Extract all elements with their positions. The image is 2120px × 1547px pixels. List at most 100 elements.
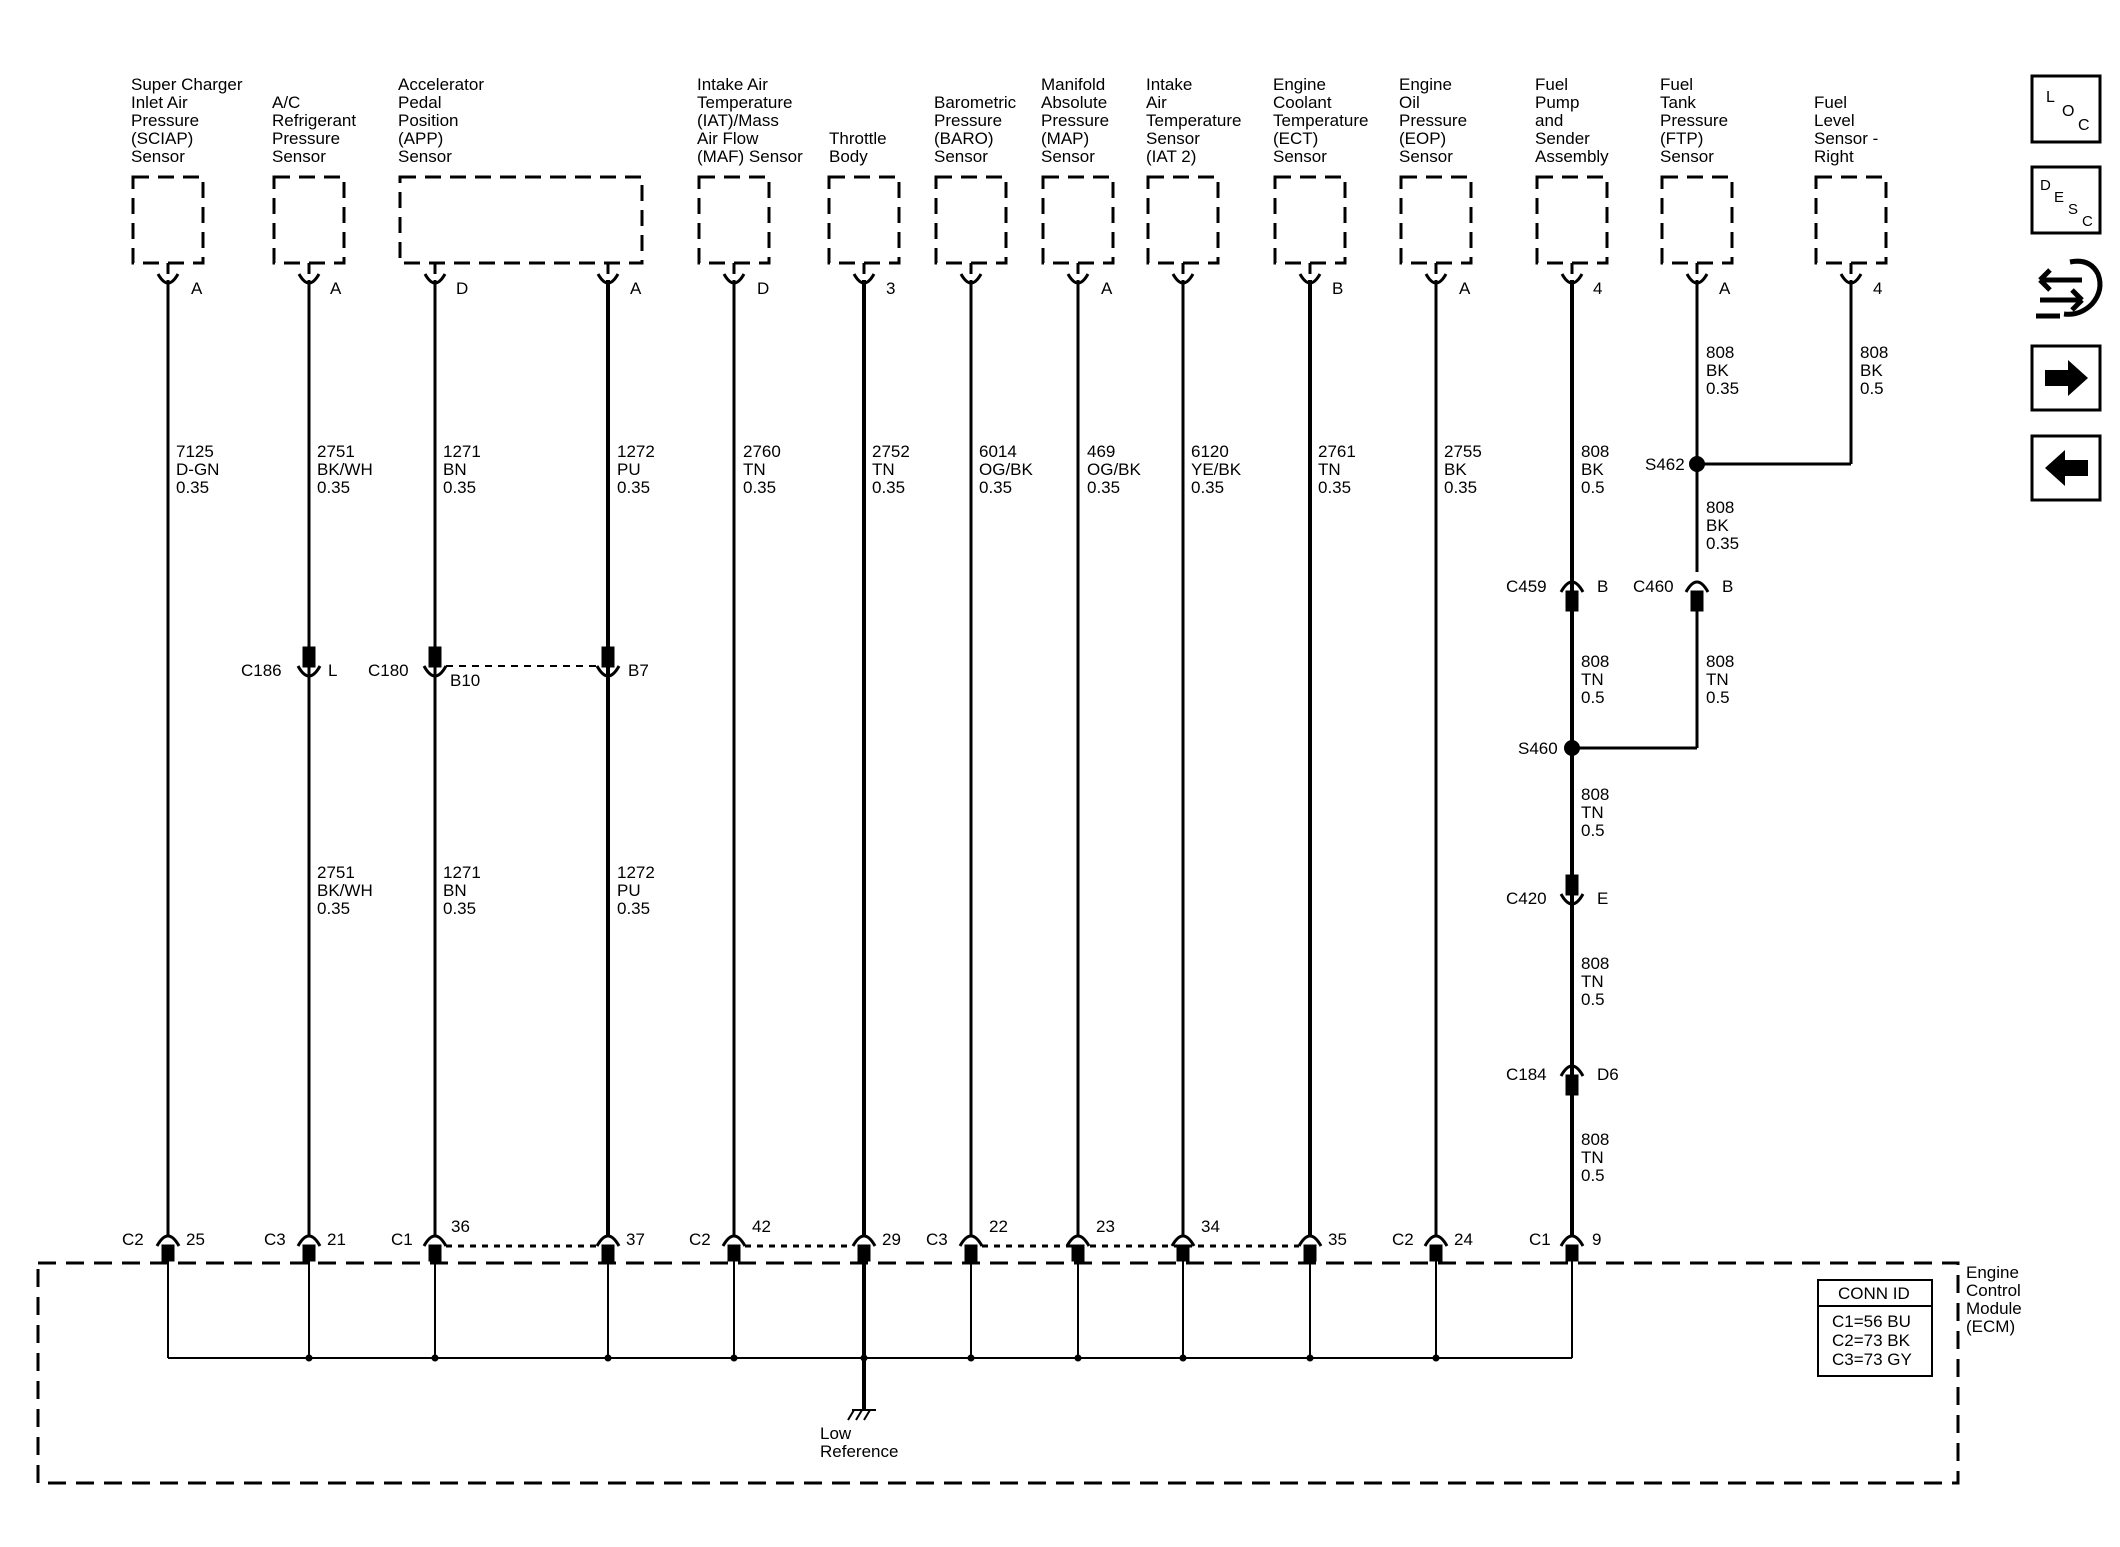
svg-text:C: C	[2078, 117, 2090, 134]
box-iat2	[1146, 175, 1220, 265]
label-baro: Barometric Pressure (BARO) Sensor	[934, 93, 1021, 166]
pin-label-fuellevel: 4	[1873, 279, 1882, 298]
s460-label: S460	[1518, 739, 1558, 758]
pin-label-fuelpump: 4	[1593, 279, 1602, 298]
ecm-pin-labels: C2 25 C3 21 C1 36 37 C2 42 29 C3 22 23 3…	[122, 1217, 1601, 1249]
ecm-pin-9	[1559, 1234, 1585, 1262]
conn-id-row-3: C3=73 GY	[1832, 1350, 1912, 1369]
c184-name: C184	[1506, 1065, 1547, 1084]
pin-symbol-iat	[722, 263, 746, 285]
ecm-conn-21: C3	[264, 1230, 286, 1249]
loc-button[interactable]: L O C	[2030, 74, 2102, 144]
ecm-pin-21	[296, 1234, 322, 1262]
c180-pin-d: B10	[450, 671, 480, 690]
pin-label-ftp: A	[1719, 279, 1731, 298]
description-icon: D E S C	[2040, 177, 2093, 230]
conn-id-row-2: C2=73 BK	[1832, 1331, 1911, 1350]
pin-label-eop: A	[1459, 279, 1471, 298]
c459-pin: B	[1597, 577, 1608, 596]
label-iat: Intake Air Temperature (IAT)/Mass Air Fl…	[697, 75, 803, 166]
pin-symbol-appD	[423, 263, 447, 285]
connector-c180-d	[422, 646, 448, 678]
ecm-pinnum-24: 24	[1454, 1230, 1473, 1249]
c180-pin-a: B7	[628, 661, 649, 680]
arrow-left-icon	[2045, 450, 2088, 486]
ecm-pinnum-22: 22	[989, 1217, 1008, 1236]
label-ect: Engine Coolant Temperature (ECT) Sensor	[1273, 75, 1373, 166]
prev-button[interactable]	[2030, 434, 2102, 502]
ecm-pinnum-29: 29	[882, 1230, 901, 1249]
c420-name: C420	[1506, 889, 1547, 908]
svg-text:L: L	[2046, 89, 2055, 106]
pin-symbol-baro	[959, 263, 983, 285]
svg-text:D: D	[2040, 177, 2051, 194]
location-icon: L O C	[2046, 89, 2090, 134]
connector-c186	[296, 646, 322, 678]
ecm-pinnum-42: 42	[752, 1217, 771, 1236]
connector-button[interactable]	[2030, 252, 2103, 326]
ecm-pin-25	[155, 1234, 181, 1262]
arrow-right-icon	[2045, 360, 2088, 396]
desc-button[interactable]: D E S C	[2030, 165, 2102, 235]
ecm-pin-36	[422, 1234, 448, 1262]
bus-junction-dots	[305, 1354, 1440, 1362]
svg-text:E: E	[2054, 189, 2064, 206]
c180-name: C180	[368, 661, 409, 680]
pin-symbol-fuellevel	[1839, 263, 1863, 285]
c460-pin: B	[1722, 577, 1733, 596]
ground-icon	[847, 1409, 876, 1421]
ecm-conn-22: C3	[926, 1230, 948, 1249]
c459-name: C459	[1506, 577, 1547, 596]
pin-symbol-iat2	[1171, 263, 1195, 285]
splice-s462	[1689, 456, 1705, 472]
ecm-conn-24: C2	[1392, 1230, 1414, 1249]
box-ect	[1273, 175, 1347, 265]
ecm-pinnum-21: 21	[327, 1230, 346, 1249]
low-reference-label: Low Reference	[820, 1424, 898, 1461]
pin-symbol-throttle	[852, 263, 876, 285]
label-map: Manifold Absolute Pressure (MAP) Sensor	[1041, 75, 1114, 166]
box-baro	[934, 175, 1008, 265]
svg-text:C: C	[2082, 213, 2093, 230]
connector-c459	[1559, 580, 1585, 612]
ecm-pin-42	[721, 1234, 747, 1262]
next-button[interactable]	[2030, 344, 2102, 412]
pin-symbol-appA	[596, 263, 620, 285]
ecm-pinnum-25: 25	[186, 1230, 205, 1249]
c460-name: C460	[1633, 577, 1674, 596]
ecm-conn-42: C2	[689, 1230, 711, 1249]
component-pins	[156, 263, 1863, 285]
ecm-pinnum-35: 35	[1328, 1230, 1347, 1249]
ecm-dashed-box	[36, 1261, 1960, 1485]
ecm-pin-37	[595, 1234, 621, 1262]
label-iat2: Intake Air Temperature Sensor (IAT 2)	[1146, 75, 1246, 166]
pin-label-map: A	[1101, 279, 1113, 298]
splices: S462 S460	[1518, 455, 1705, 758]
ecm-pin-symbols	[155, 1234, 1585, 1262]
ecm-pin-22	[958, 1234, 984, 1262]
box-app	[398, 175, 644, 265]
pin-label-appA: A	[630, 279, 642, 298]
connector-hand-icon	[2036, 258, 2103, 319]
ecm-pin-24	[1423, 1234, 1449, 1262]
box-map	[1041, 175, 1115, 265]
conn-id-table: CONN ID C1=56 BU C2=73 BK C3=73 GY	[1817, 1279, 1933, 1377]
pin-label-sciap: A	[191, 279, 203, 298]
c184-pin: D6	[1597, 1065, 1619, 1084]
box-fuelpump	[1535, 175, 1609, 265]
